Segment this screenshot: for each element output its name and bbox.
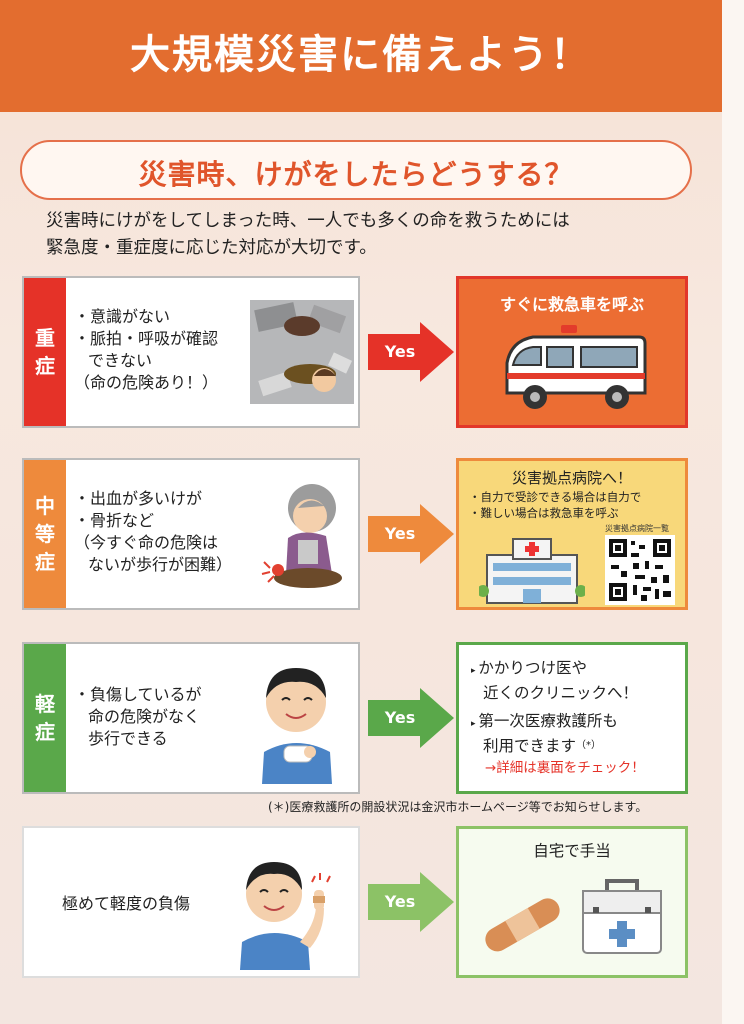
info-text: かかりつけ医や [478,659,588,677]
severe-tab: 重 症 [24,278,66,426]
mild-criteria: ・負傷しているが 命の危険がなく 歩行できる [74,684,202,750]
clinic-info: ▸ かかりつけ医や 近くのクリニックへ！ ▸ 第一次医療救護所も 利用できます（… [471,657,645,779]
minor-criteria: 極めて軽度の負傷 [62,894,191,913]
moderate-tab: 中 等 症 [24,460,66,608]
first-aid-kit-icon [582,879,662,954]
yes-label: Yes [384,708,416,727]
yes-label: Yes [384,524,416,543]
header-banner: 大規模災害に備えよう！ [0,0,722,112]
boy-injured-arm-illustration [262,668,332,784]
moderate-criteria: ・出血が多いけが ・骨折など （今すぐ命の危険は ないが歩行が困難） [74,488,232,576]
info-text: 利用できます [483,737,577,755]
severe-condition-card: 重 症 ・意識がない ・脈拍・呼吸が確認 できない （命の危険あり！） [22,276,360,428]
hospital-building-icon [479,538,585,604]
intro-text: 災害時にけがをしてしまった時、一人でも多くの命を救うためには 緊急度・重症度に応… [46,208,696,262]
severe-criteria: ・意識がない ・脈拍・呼吸が確認 できない （命の危険あり！） [74,306,218,394]
action-title: 自宅で手当 [533,842,611,860]
criteria-item: （今すぐ命の危険は [74,533,219,552]
intro-line-2: 緊急度・重症度に応じた対応が大切です。 [46,238,377,258]
boy-finger-bandage-illustration [240,862,331,970]
mild-yes-wrap: Yes [368,688,454,748]
criteria-item: できない [88,351,153,370]
minor-yes-arrow [368,872,454,932]
mild-condition-card: 軽 症 ・負傷しているが 命の危険がなく 歩行できる [22,642,360,794]
qr-code-icon [605,535,675,605]
subtitle-pill: 災害時、けがをしたらどうする？ [20,140,692,200]
tab-char: 軽 [35,692,55,716]
page-title: 大規模災害に備えよう！ [130,32,592,78]
action-title: すぐに救急車を呼ぶ [499,295,644,314]
severe-yes-wrap: Yes [368,322,454,382]
criteria-item: （命の危険あり！） [74,373,219,392]
info-line: 近くのクリニックへ！ [483,684,639,702]
yes-label: Yes [384,342,416,361]
mild-yes-arrow [368,688,454,748]
call-ambulance-box: すぐに救急車を呼ぶ [456,276,688,428]
check-reverse-link: →詳細は裏面をチェック！ [485,760,645,776]
footnote: (＊)医療救護所の開設状況は金沢市ホームページ等でお知らせします。 [268,800,648,814]
tab-char: 症 [35,720,55,744]
criteria-item: ・負傷しているが [74,685,202,704]
criteria-item: ・骨折など [74,511,155,530]
tab-char: 等 [35,522,55,546]
disaster-hospital-box: 災害拠点病院へ！ ・自力で受診できる場合は自力で ・難しい場合は救急車を呼ぶ 災… [456,458,688,610]
yes-label: Yes [384,892,416,911]
page-edge [722,0,744,1024]
severe-yes-arrow [368,322,454,382]
criteria-item: 命の危険がなく [88,707,201,726]
elderly-injured-illustration [261,484,342,588]
injured-person-illustration [250,300,354,404]
hospital-instructions: ・自力で受診できる場合は自力で ・難しい場合は救急車を呼ぶ [469,489,641,521]
mild-tab: 軽 症 [24,644,66,792]
action-title: 災害拠点病院へ！ [511,469,632,487]
tab-char: 中 [35,494,55,518]
clinic-box: ▸ かかりつけ医や 近くのクリニックへ！ ▸ 第一次医療救護所も 利用できます（… [456,642,688,794]
criteria-item: ・出血が多いけが [74,489,203,508]
info-line: ▸ かかりつけ医や [471,659,588,677]
minor-yes-wrap: Yes [368,872,454,932]
criteria-item: 歩行できる [88,729,168,748]
criteria-item: ないが歩行が困難） [88,555,233,574]
instruction-item: ・自力で受診できる場合は自力で [469,490,642,504]
intro-line-1: 災害時にけがをしてしまった時、一人でも多くの命を救うためには [46,211,570,231]
tab-char: 症 [35,354,55,378]
criteria-item: ・脈拍・呼吸が確認 [74,329,219,348]
info-line: 利用できます（*） [471,735,645,757]
ambulance-icon [505,325,647,409]
info-line: ▸ 第一次医療救護所も [471,712,618,730]
instruction-item: ・難しい場合は救急車を呼ぶ [469,506,619,520]
info-text: 第一次医療救護所も [478,712,618,730]
home-care-box: 自宅で手当 [456,826,688,978]
minor-condition-card: 極めて軽度の負傷 [22,826,360,978]
moderate-condition-card: 中 等 症 ・出血が多いけが ・骨折など （今すぐ命の危険は ないが歩行が困難） [22,458,360,610]
subtitle: 災害時、けがをしたらどうする？ [138,158,574,191]
tab-char: 症 [35,550,55,574]
tab-char: 重 [35,326,55,350]
qr-caption: 災害拠点病院一覧 [605,524,669,533]
criteria-item: ・意識がない [74,307,171,326]
footnote-marker: （*） [576,740,602,751]
moderate-yes-arrow [368,504,454,564]
moderate-yes-wrap: Yes [368,504,454,564]
bandage-icon [485,898,560,952]
